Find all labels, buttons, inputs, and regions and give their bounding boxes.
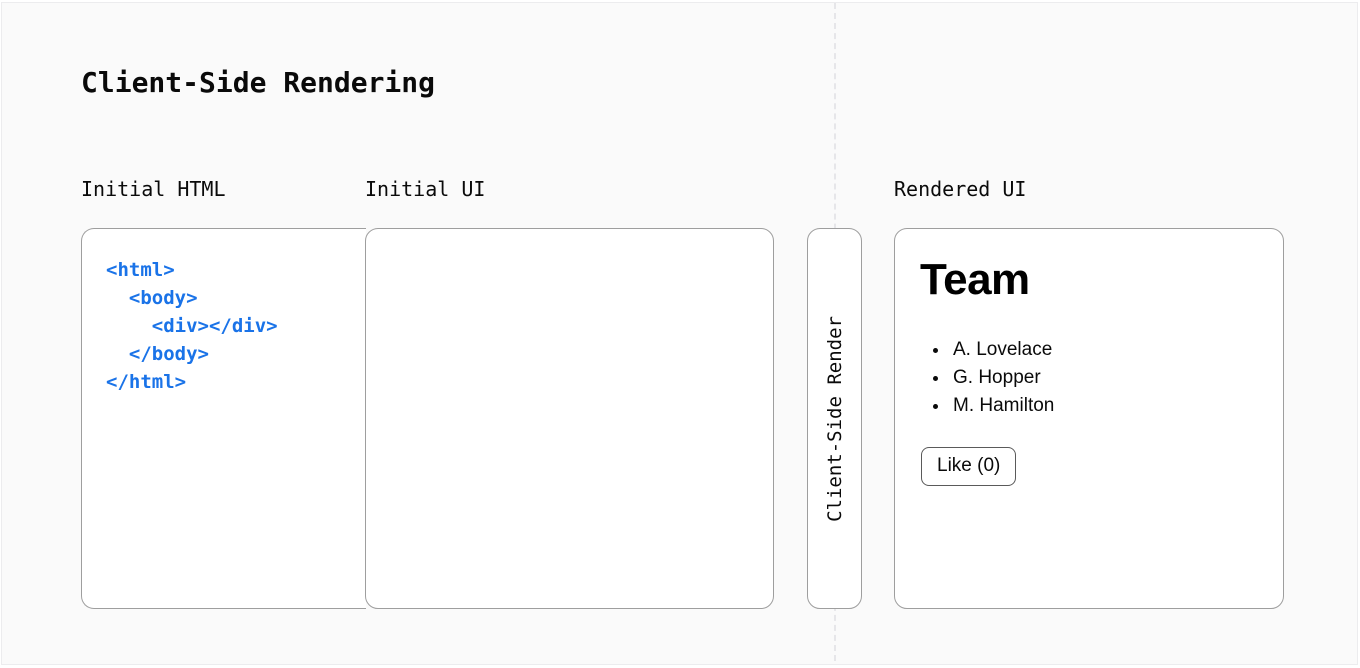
panel-rendered-ui bbox=[894, 228, 1284, 609]
caption-rendered-ui: Rendered UI bbox=[894, 177, 1027, 201]
panel-initial-html bbox=[81, 228, 366, 609]
caption-initial-html: Initial HTML bbox=[81, 177, 226, 201]
panel-client-side-render bbox=[807, 228, 862, 609]
list-item: A. Lovelace bbox=[950, 336, 1054, 364]
like-button[interactable]: Like (0) bbox=[921, 447, 1017, 486]
client-side-render-label-wrap: Client-Side Render bbox=[807, 228, 862, 609]
list-item: G. Hopper bbox=[950, 364, 1054, 392]
client-side-render-label: Client-Side Render bbox=[823, 315, 846, 522]
rendered-ui-heading: Team bbox=[920, 255, 1030, 304]
initial-html-source: <html> <body> <div></div> </body> </html… bbox=[106, 259, 278, 393]
rendered-ui-team-list: A. Lovelace G. Hopper M. Hamilton bbox=[923, 336, 1054, 420]
list-item: M. Hamilton bbox=[950, 392, 1054, 420]
page-title: Client-Side Rendering bbox=[81, 66, 436, 99]
panel-initial-ui bbox=[365, 228, 774, 609]
caption-initial-ui: Initial UI bbox=[365, 177, 486, 201]
